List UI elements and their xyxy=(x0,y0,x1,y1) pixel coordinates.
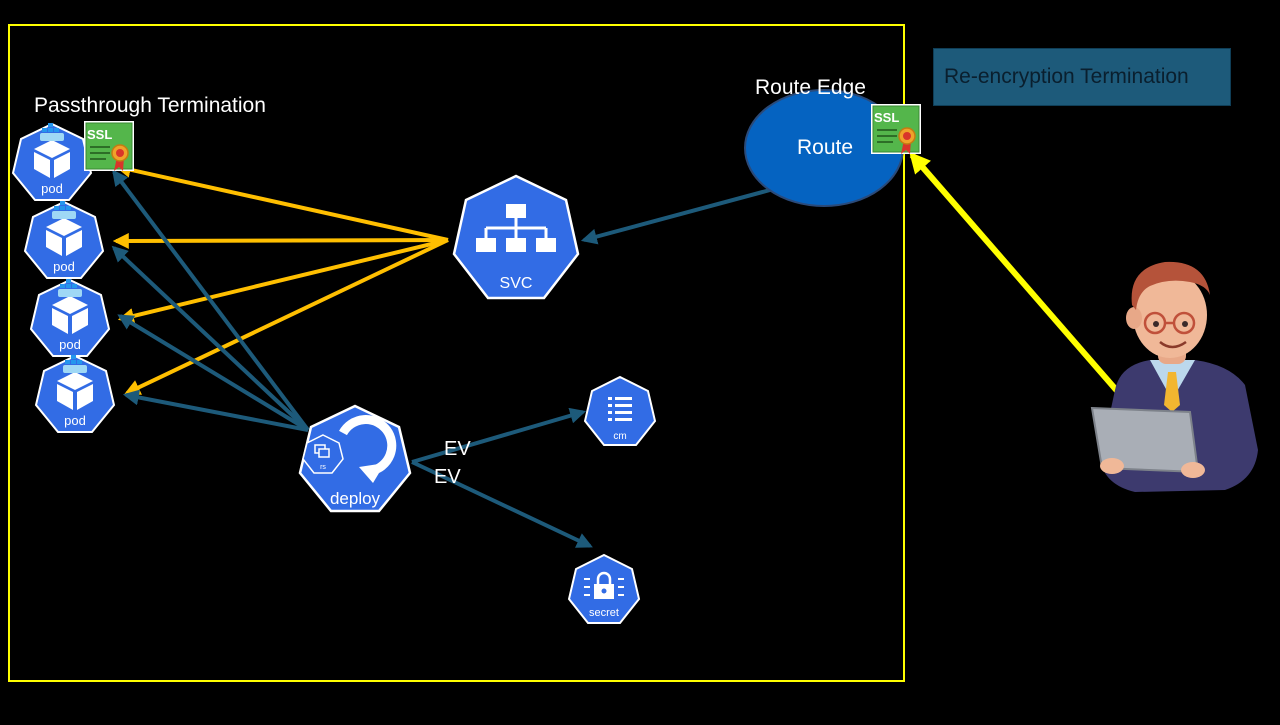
pod-ssl-label: SSL xyxy=(87,127,112,142)
deploy-to-pod-2-arrow xyxy=(111,245,310,432)
secret-label: secret xyxy=(589,607,619,619)
ev-label-1: EV xyxy=(444,438,471,460)
deploy-to-pod-arrows xyxy=(111,169,771,548)
pod-1-label: pod xyxy=(41,181,63,196)
route-to-svc-arrow xyxy=(580,188,771,245)
k8s-deployment-icon xyxy=(298,404,412,513)
route-label: Route xyxy=(797,136,853,159)
svc-to-pod-2-arrow xyxy=(112,232,449,249)
reencryption-termination-label: Re-encryption Termination xyxy=(944,65,1189,88)
deploy-to-cm-arrow xyxy=(411,407,587,464)
pod-3-label: pod xyxy=(59,337,81,352)
route-ssl-certificate-icon: SSL xyxy=(870,103,922,155)
cm-label: cm xyxy=(613,431,626,442)
pod-3-node[interactable]: pod xyxy=(30,278,110,357)
route-ssl-label: SSL xyxy=(874,110,899,125)
secret-node[interactable]: secret xyxy=(567,553,641,624)
route-edge-label: Route Edge xyxy=(755,76,866,99)
cluster-frame xyxy=(8,24,905,682)
deploy-to-pod-3-arrow xyxy=(117,314,310,432)
svc-label: SVC xyxy=(500,275,533,292)
svc-to-pod-1-arrow xyxy=(114,161,449,242)
deploy-to-pod-1-arrow xyxy=(112,169,310,432)
pod-1-node[interactable]: pod xyxy=(12,122,92,201)
svc-to-pod-arrows xyxy=(112,161,449,395)
pod-ssl-certificate-icon: SSL xyxy=(83,120,135,172)
svc-to-pod-3-arrow xyxy=(117,238,449,324)
deploy-to-secret-arrow xyxy=(411,460,593,548)
pod-2-node[interactable]: pod xyxy=(24,200,104,279)
ev-label-2: EV xyxy=(434,466,461,488)
pod-4-label: pod xyxy=(64,413,86,428)
rs-icon: rs xyxy=(302,434,344,474)
developer-with-laptop-icon xyxy=(1090,261,1258,492)
svc-node[interactable]: SVC xyxy=(452,174,580,300)
user-to-route-arrow xyxy=(909,151,1121,394)
pod-4-node[interactable]: pod xyxy=(35,354,115,433)
passthrough-termination-label: Passthrough Termination xyxy=(34,94,266,117)
reencryption-termination-box: Re-encryption Termination xyxy=(933,48,1231,106)
pod-2-label: pod xyxy=(53,259,75,274)
svc-to-pod-4-arrow xyxy=(124,238,449,395)
route-node[interactable]: Route xyxy=(744,89,904,207)
deploy-node[interactable]: rs deploy xyxy=(298,404,412,513)
cm-node[interactable]: cm xyxy=(583,375,657,446)
deploy-label: deploy xyxy=(330,489,381,508)
rs-label: rs xyxy=(320,464,326,471)
deploy-to-pod-4-arrow xyxy=(122,389,309,432)
